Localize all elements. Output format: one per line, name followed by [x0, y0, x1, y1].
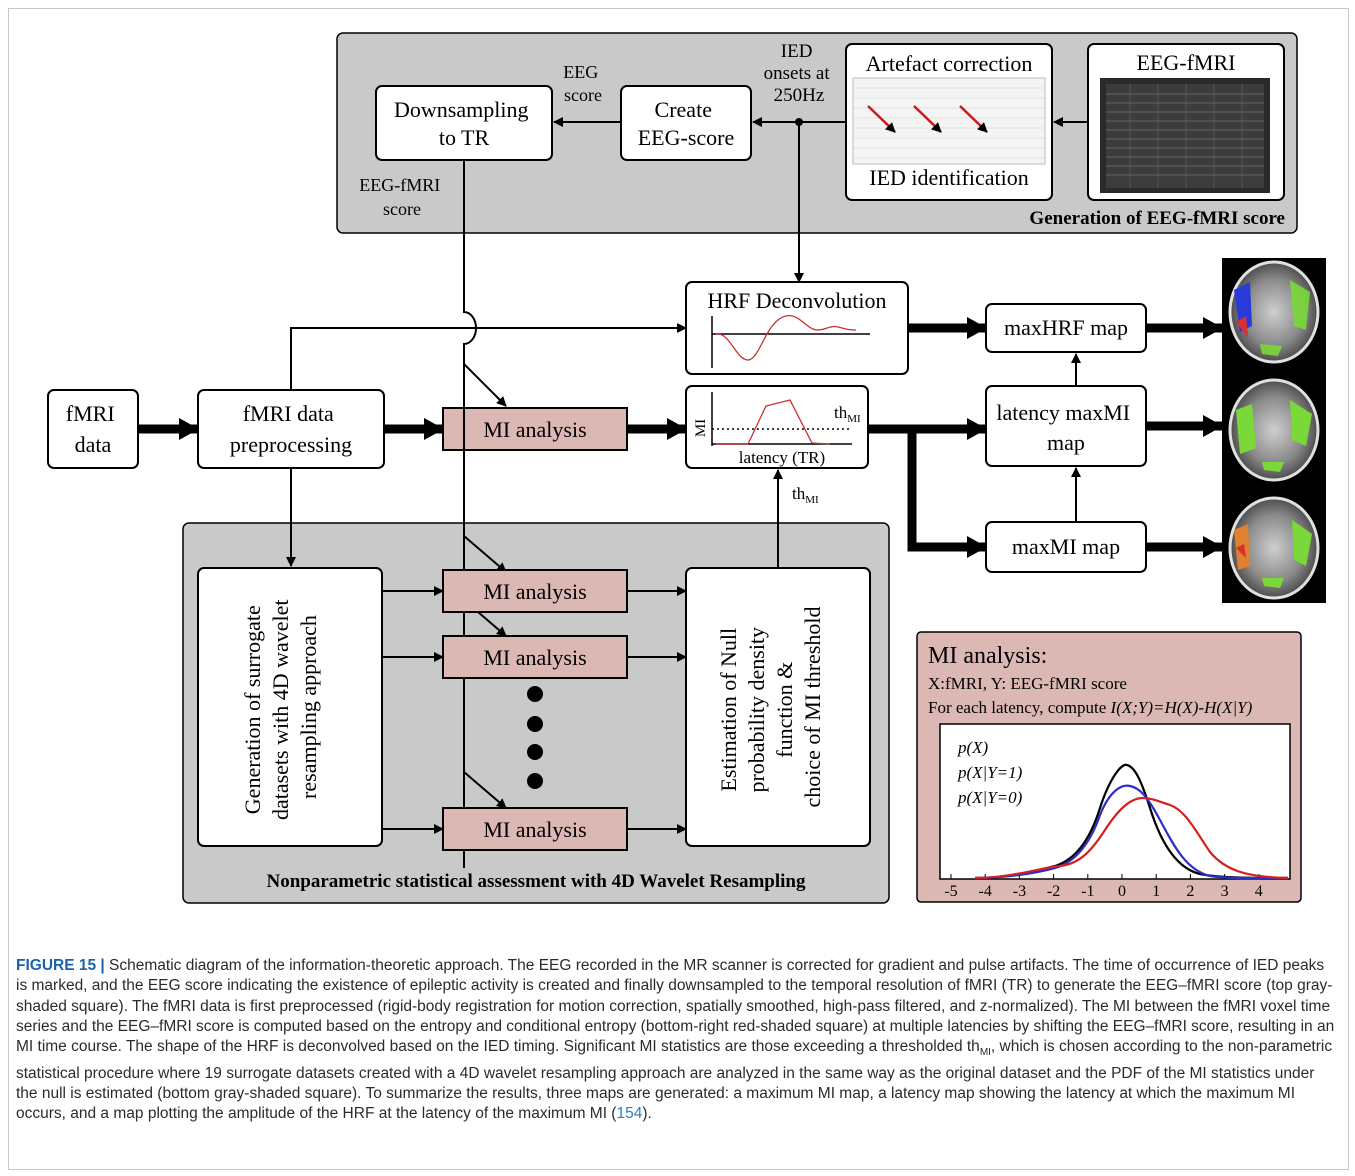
x-tick-label: -1 [1081, 883, 1094, 900]
ellipsis-dots [527, 686, 543, 789]
density-curve-px-y1 [974, 784, 1289, 880]
maxmi-map-label: maxMI map [1012, 534, 1120, 559]
figure-caption: FIGURE 15 | Schematic diagram of the inf… [16, 956, 1336, 1124]
caption-end: ). [642, 1105, 652, 1123]
schematic-diagram: Generation of EEG-fMRI score EEG-fMRI Ar… [47, 32, 1326, 904]
x-tick-label: -3 [1013, 883, 1026, 900]
th-mi-label-arrow: thMI [792, 484, 819, 506]
ied-marker-arrow [913, 105, 942, 133]
maxhrf-map-label: maxHRF map [1004, 315, 1128, 340]
x-tick-label: -5 [944, 883, 957, 900]
caption-text-cont: , which is chosen according to the non-p… [16, 1038, 1333, 1123]
mi-analysis-box-surrogate-n [442, 807, 628, 851]
eeg-artefact-image [852, 77, 1046, 165]
mi-analysis-box-surrogate-1 [442, 569, 628, 613]
caption-text: Schematic diagram of the information-the… [16, 957, 1335, 1056]
mi-analysis-label-surrogate-1: MI analysis [483, 579, 586, 604]
arrow-score-to-mi-b1 [463, 535, 507, 573]
arrow-preprocessing-to-hrf [290, 323, 687, 390]
top-panel-title: Generation of EEG-fMRI score [1029, 208, 1285, 229]
x-tick-label: 1 [1152, 883, 1160, 900]
figure-label: FIGURE 15 | [16, 957, 105, 974]
brain-maps-image [1222, 258, 1326, 603]
mi-timecourse-plot [711, 392, 852, 446]
eeg-fmri-label: EEG-fMRI [1137, 50, 1236, 75]
latency-axis-label: latency (TR) [739, 448, 825, 467]
eeg-score-label: EEG score [563, 62, 603, 105]
mi-analysis-label: MI analysis [483, 417, 586, 442]
x-tick-label: 0 [1118, 883, 1126, 900]
eeg-fmri-score-line [463, 160, 477, 868]
mi-explanation-line1: X:fMRI, Y: EEG-fMRI score [928, 674, 1127, 693]
density-curve-px-y0 [974, 796, 1289, 880]
surrogate-generation-box [197, 567, 383, 847]
density-plot [939, 723, 1291, 880]
bottom-panel-title: Nonparametric statistical assessment wit… [267, 871, 806, 892]
eeg-trace-image [1100, 78, 1270, 193]
legend-px-y0: p(X|Y=0) [957, 788, 1023, 807]
arrow-plot-to-maxmi-map [868, 424, 987, 558]
fmri-data-label: fMRI data [66, 401, 120, 457]
th-mi-label-plot: thMI [834, 403, 861, 425]
x-tick-label: 4 [1255, 883, 1263, 900]
eeg-fmri-score-label: EEG-fMRI score [359, 175, 444, 219]
caption-reference[interactable]: 154 [616, 1105, 643, 1123]
legend-px-y1: p(X|Y=1) [957, 763, 1023, 782]
arrow-score-to-mi-b3 [463, 771, 507, 809]
x-tick-label: -4 [979, 883, 992, 900]
mi-explanation-title: MI analysis: [928, 643, 1047, 669]
ied-identification-label: IED identification [869, 165, 1028, 190]
figure-frame [8, 8, 1349, 1170]
mi-analysis-label-surrogate-n: MI analysis [483, 817, 586, 842]
latency-maxmi-map-label: latency maxMI map [996, 400, 1135, 455]
x-tick-label: 3 [1221, 883, 1229, 900]
ied-onsets-label: IED onsets at 250Hz [764, 41, 835, 106]
downsampling-label: Downsampling to TR [394, 97, 534, 150]
create-eeg-score-label: Create EEG-score [638, 97, 735, 150]
hrf-deconvolution-label: HRF Deconvolution [707, 288, 886, 313]
preprocessing-label: fMRI data preprocessing [230, 401, 352, 457]
ied-marker-arrow [959, 105, 988, 133]
arrow-score-to-mi [463, 363, 507, 407]
hrf-curve [711, 315, 870, 368]
caption-subscript: MI [979, 1047, 991, 1059]
ied-marker-arrow [867, 105, 896, 133]
artefact-correction-label: Artefact correction [866, 51, 1033, 76]
mi-analysis-label-surrogate-2: MI analysis [483, 645, 586, 670]
x-tick-label: 2 [1186, 883, 1194, 900]
x-tick-label: -2 [1047, 883, 1060, 900]
null-estimation-label: Estimation of Null probability density f… [716, 607, 825, 808]
mi-axis-label: MI [693, 419, 709, 437]
top-panel-region [336, 32, 1298, 234]
surrogate-generation-label: Generation of surrogate datasets with 4D… [240, 594, 321, 820]
mi-explanation-line2: For each latency, compute I(X;Y)=H(X)-H(… [928, 698, 1253, 717]
legend-px: p(X) [957, 738, 989, 757]
